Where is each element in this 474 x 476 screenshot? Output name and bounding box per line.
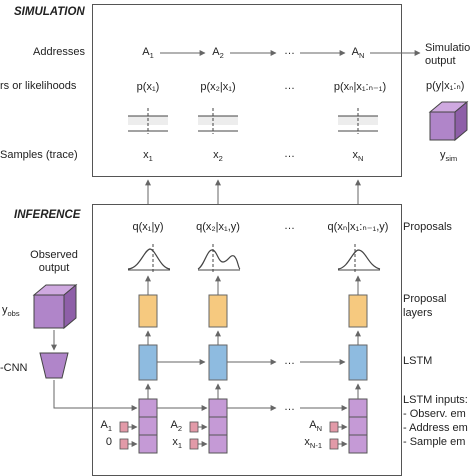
lstm-inputs-title: LSTM inputs: xyxy=(403,394,468,406)
sim-output-cube-icon xyxy=(428,100,469,142)
ellipsis-proposals: … xyxy=(284,220,295,232)
input-address-1: A1 xyxy=(100,419,112,434)
input-address-2: A2 xyxy=(170,419,182,434)
lstm-inputs-address: - Address em xyxy=(403,422,468,434)
proposal-curve-2 xyxy=(197,244,241,272)
address-label-n: AN xyxy=(351,46,365,61)
input-stack-2 xyxy=(208,398,228,454)
embed-boxes-1 xyxy=(119,421,138,450)
proposal-layers-line1: Proposal xyxy=(403,293,447,305)
ellipsis-inputs: … xyxy=(284,401,295,413)
embed-boxes-2 xyxy=(189,421,208,450)
proposals-label: Proposals xyxy=(403,221,452,233)
prior-label-n: p(xₙ|x₁:ₙ₋₁) xyxy=(333,81,387,93)
proposal-label-2: q(x₂|x₁,y) xyxy=(196,221,240,233)
lstm-cell-n xyxy=(348,344,368,381)
proposal-curve-1 xyxy=(127,244,171,272)
embed-boxes-n xyxy=(329,421,348,450)
address-label-1: A1 xyxy=(142,46,154,61)
input-address-n: AN xyxy=(309,419,322,434)
simulation-output-prob: p(y|x₁:ₙ) xyxy=(426,80,465,92)
observed-output-line2: output xyxy=(38,262,70,274)
inference-header: INFERENCE xyxy=(14,209,81,221)
input-sample-2: x1 xyxy=(172,436,182,451)
ellipsis-samples: … xyxy=(284,148,295,160)
simulation-header: SIMULATION xyxy=(14,6,85,18)
lstm-inputs-observ: - Observ. em xyxy=(403,408,466,420)
obs-cube-label: yobs xyxy=(2,304,20,319)
ellipsis-lstm: … xyxy=(284,355,295,367)
proposal-layer-n xyxy=(348,294,368,328)
ellipsis-addresses: … xyxy=(284,45,295,57)
sample-label-2: x2 xyxy=(213,149,223,164)
observ-embedding-line xyxy=(53,380,138,411)
addresses-label: Addresses xyxy=(33,46,85,58)
address-label-2: A2 xyxy=(212,46,224,61)
simulation-output-label-line1: Simulatio xyxy=(425,42,471,54)
proposal-layer-1 xyxy=(138,294,158,328)
samples-label: Samples (trace) xyxy=(0,149,78,161)
simulation-output-label-line2: output xyxy=(425,55,456,67)
observed-output-line1: Observed xyxy=(30,249,78,261)
prior-label-2: p(x₂|x₁) xyxy=(200,81,236,93)
sample-label-n: xN xyxy=(352,149,364,164)
lstm-cell-1 xyxy=(138,344,158,381)
cnn-icon xyxy=(39,352,69,379)
sample-label-1: x1 xyxy=(143,149,153,164)
prior-symbol-n xyxy=(338,108,378,134)
prior-symbol-2 xyxy=(198,108,238,134)
lstm-label: LSTM xyxy=(403,355,433,367)
priors-label: rs or likelihoods xyxy=(0,80,77,92)
proposal-curve-n xyxy=(337,244,381,272)
input-sample-n: xN-1 xyxy=(304,436,322,451)
prior-label-1: p(x₁) xyxy=(136,81,160,93)
ellipsis-priors: … xyxy=(284,80,295,92)
simulation-panel xyxy=(92,4,402,177)
lstm-cell-2 xyxy=(208,344,228,381)
cnn-label: -CNN xyxy=(0,362,28,374)
sim-cube-label: ysim xyxy=(440,149,458,164)
prior-symbol-1 xyxy=(128,108,168,134)
input-sample-1: 0 xyxy=(105,436,112,448)
observed-output-cube-icon xyxy=(32,283,78,330)
input-stack-n xyxy=(348,398,368,454)
proposal-layers-line2: layers xyxy=(403,307,433,319)
proposal-label-n: q(xₙ|x₁:ₙ₋₁,y) xyxy=(327,221,389,233)
proposal-layer-2 xyxy=(208,294,228,328)
lstm-inputs-sample: - Sample em xyxy=(403,436,466,448)
input-stack-1 xyxy=(138,398,158,454)
proposal-label-1: q(x₁|y) xyxy=(132,221,164,233)
